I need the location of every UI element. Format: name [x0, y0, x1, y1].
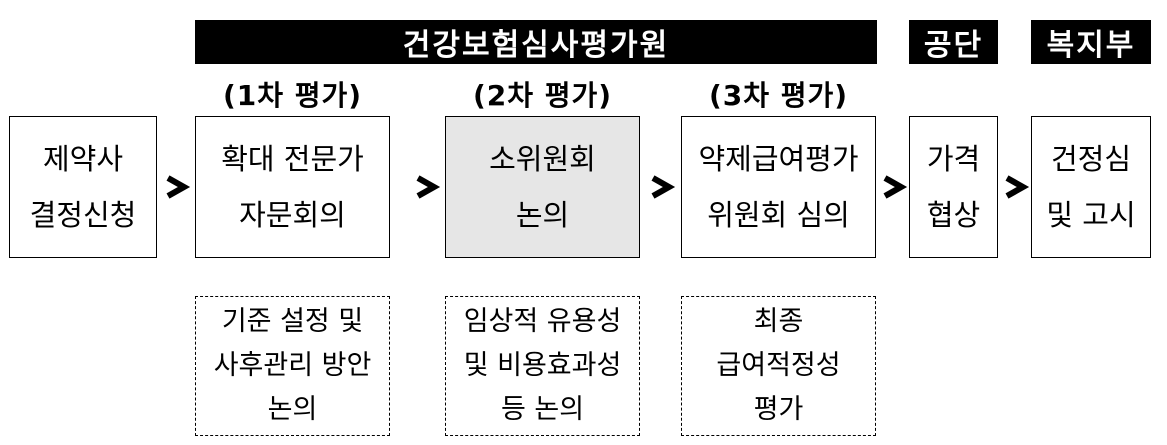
box-notice-line1: 건정심 [1050, 142, 1132, 176]
box-committee-line1: 약제급여평가 [698, 142, 859, 176]
stage-label-first: (1차 평가) [222, 79, 363, 112]
arrow-right-icon [651, 175, 676, 199]
header-hira: 건강보험심사평가원 [195, 20, 877, 64]
box-committee-line2: 위원회 심의 [707, 198, 850, 232]
note-third-line3: 평가 [753, 394, 804, 425]
arrow-right-icon [883, 175, 908, 199]
note-second-line3: 등 논의 [500, 394, 585, 425]
arrow-right-icon [166, 175, 191, 199]
note-first-line2: 사후관리 방안 [213, 350, 372, 381]
note-second-stage: 임상적 유용성 및 비용효과성 등 논의 [445, 296, 640, 436]
note-first-stage: 기준 설정 및 사후관리 방안 논의 [195, 296, 390, 436]
box-negotiation: 가격 협상 [909, 116, 998, 258]
box-applicant: 제약사 결정신청 [9, 116, 157, 258]
box-subcommittee-line1: 소위원회 [489, 142, 596, 176]
header-nhis: 공단 [909, 20, 998, 64]
box-negotiation-line2: 협상 [926, 198, 981, 232]
box-expert-line1: 확대 전문가 [221, 142, 364, 176]
note-third-line2: 급여적정성 [716, 350, 841, 381]
box-notice: 건정심 및 고시 [1031, 116, 1151, 258]
note-first-line3: 논의 [267, 394, 318, 425]
note-first-line1: 기준 설정 및 [221, 306, 364, 337]
box-negotiation-line1: 가격 [926, 142, 981, 176]
note-third-line1: 최종 [753, 306, 804, 337]
arrow-right-icon [1005, 175, 1030, 199]
arrow-right-icon [416, 175, 441, 199]
note-second-line1: 임상적 유용성 [463, 306, 622, 337]
box-applicant-line1: 제약사 [42, 142, 124, 176]
header-mohw: 복지부 [1031, 20, 1151, 64]
box-subcommittee-line2: 논의 [515, 198, 570, 232]
box-notice-line2: 및 고시 [1046, 198, 1136, 232]
box-subcommittee: 소위원회 논의 [445, 116, 640, 258]
stage-label-second: (2차 평가) [472, 79, 613, 112]
note-second-line2: 및 비용효과성 [463, 350, 622, 381]
box-expert-advisory: 확대 전문가 자문회의 [195, 116, 390, 258]
note-third-stage: 최종 급여적정성 평가 [681, 296, 876, 436]
box-applicant-line2: 결정신청 [29, 198, 137, 232]
box-expert-line2: 자문회의 [239, 198, 346, 232]
box-committee: 약제급여평가 위원회 심의 [681, 116, 876, 258]
stage-label-third: (3차 평가) [708, 79, 849, 112]
